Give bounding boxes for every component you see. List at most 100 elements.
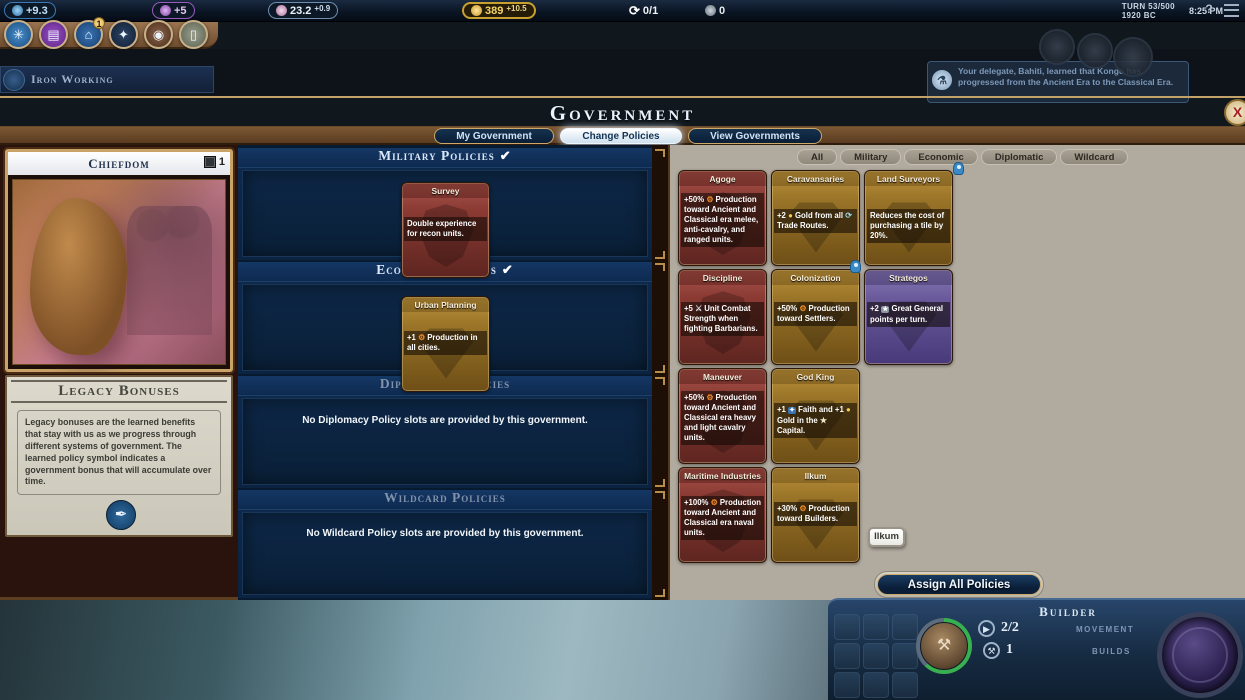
notification-text: Your delegate, Bahiti, learned that Kong… (958, 66, 1174, 88)
scrollbar[interactable] (652, 145, 668, 600)
unit-action-icon[interactable] (892, 614, 918, 640)
culture-yield[interactable]: 23.2 +0.9 (268, 2, 339, 19)
tab-view-governments[interactable]: View Governments (688, 128, 822, 144)
faith-value: +5 (174, 4, 187, 17)
filter-all[interactable]: All (797, 149, 838, 165)
scroll-bracket (655, 491, 665, 499)
prod-icon: ⚙ (799, 504, 807, 513)
close-button[interactable]: X (1224, 99, 1245, 126)
tab-change-policies[interactable]: Change Policies (560, 128, 682, 144)
policy-card-desc: +1 ⚙ Production in all cities. (404, 331, 487, 355)
unit-action-icon[interactable] (863, 614, 889, 640)
unit-action-icon[interactable] (863, 672, 889, 698)
slot-count: 1 (203, 156, 225, 168)
policy-card-grid: Agoge +50% ⚙ Production toward Ancient a… (678, 170, 953, 563)
policy-card-agoge[interactable]: Agoge +50% ⚙ Production toward Ancient a… (678, 170, 767, 266)
unit-action-icon[interactable] (863, 643, 889, 669)
policy-card-desc: +50% ⚙ Production toward Ancient and Cla… (681, 193, 764, 247)
policy-card-strategos[interactable]: Strategos +2 ★ Great General points per … (864, 269, 953, 365)
filter-economic[interactable]: Economic (904, 149, 978, 165)
envoy-marker-icon (850, 260, 861, 273)
capital-icon: ★ (819, 415, 827, 425)
movement-icon: ▶ (978, 620, 995, 637)
policy-card-discipline[interactable]: Discipline +5 ⚔ Unit Combat Strength whe… (678, 269, 767, 365)
trade-routes-counter[interactable]: ⟳ 0/1 (622, 2, 665, 19)
builds-label: BUILDS (1092, 647, 1131, 656)
builds-value: 1 (1006, 642, 1013, 657)
filter-diplomatic[interactable]: Diplomatic (980, 149, 1058, 165)
turn-counter: TURN 53/500 (1121, 2, 1175, 11)
great-works-icon[interactable]: ◉ (144, 20, 173, 49)
wildcard-slot-area (242, 512, 648, 595)
leader-portrait[interactable] (1039, 29, 1075, 65)
science-icon (12, 5, 23, 16)
scroll-bracket (655, 377, 665, 385)
economic-policies-section: Economic Policies✔ Urban Planning +1 ⚙ P… (238, 262, 652, 392)
policy-card-title: Urban Planning (402, 297, 489, 312)
filter-wildcard[interactable]: Wildcard (1060, 149, 1129, 165)
slot-count-value: 1 (218, 156, 225, 168)
slotted-policy-survey[interactable]: Survey Double experience for recon units… (401, 182, 490, 278)
gold-delta: +10.5 (506, 3, 527, 13)
unit-action-icon[interactable] (892, 643, 918, 669)
great-people-icon[interactable]: ✦ (109, 20, 138, 49)
science-yield[interactable]: +9.3 (4, 2, 56, 19)
policy-slots-panel: Military Policies✔ Survey Double experie… (238, 145, 652, 600)
leader-portrait[interactable] (1077, 33, 1113, 69)
science-value: +9.3 (26, 4, 48, 17)
culture-icon (276, 5, 287, 16)
science-tree-icon[interactable]: ✳ (4, 20, 33, 49)
policy-card-title: Strategos (865, 270, 952, 285)
government-icon[interactable]: ⌂ 1 (74, 17, 105, 49)
government-body: Chiefdom 1 Legacy Bonuses Legacy bonuses… (0, 145, 1245, 600)
nav-ribbon: ✳ ▤ ⌂ 1 ✦ ◉ ▯ (0, 17, 218, 49)
policy-card-land-surveyors[interactable]: Land Surveyors Reduces the cost of purch… (864, 170, 953, 266)
prod-icon: ⚙ (706, 195, 714, 204)
science-flask-icon: ⚗ (932, 70, 952, 90)
policy-card-desc: +5 ⚔ Unit Combat Strength when fighting … (681, 302, 764, 336)
slotted-policy-urban-planning[interactable]: Urban Planning +1 ⚙ Production in all ci… (401, 296, 490, 392)
faith-icon: ✦ (788, 407, 796, 414)
scroll-bracket (655, 149, 665, 157)
assign-all-policies-button[interactable]: Assign All Policies (877, 574, 1041, 595)
civics-tree-icon[interactable]: ▤ (39, 20, 68, 49)
research-tracker[interactable]: Iron Working (0, 66, 214, 93)
help-button[interactable]: ? (1205, 2, 1213, 16)
builds-icon: ⚒ (983, 642, 1000, 659)
unit-portrait-ring: ⚒ (916, 618, 972, 674)
available-policies-panel: All Military Economic Diplomatic Wildcar… (668, 145, 1245, 600)
gold-yield[interactable]: 389 +10.5 (462, 2, 536, 19)
research-label: Iron Working (31, 72, 114, 86)
unit-action-icon[interactable] (892, 672, 918, 698)
religion-icon[interactable]: ▯ (179, 20, 208, 49)
filter-military[interactable]: Military (840, 149, 902, 165)
grid-spacer (864, 368, 953, 464)
unit-action-icon[interactable] (834, 672, 860, 698)
unit-action-icon[interactable] (834, 643, 860, 669)
tab-my-government[interactable]: My Government (434, 128, 554, 144)
policy-card-colonization[interactable]: Colonization +50% ⚙ Production toward Se… (771, 269, 860, 365)
policy-card-caravansaries[interactable]: Caravansaries +2 ● Gold from all ⟳ Trade… (771, 170, 860, 266)
sculpture-head (29, 198, 128, 355)
faith-yield[interactable]: +5 (152, 2, 195, 19)
legacy-quill-icon: ✒ (106, 500, 136, 530)
policy-filters: All Military Economic Diplomatic Wildcar… (797, 149, 1129, 165)
menu-button[interactable] (1224, 4, 1239, 17)
builder-portrait: ⚒ (920, 622, 968, 670)
leader-portrait[interactable] (1113, 37, 1153, 77)
faith-icon (160, 5, 171, 16)
unit-action-icon[interactable] (834, 614, 860, 640)
envoys-counter[interactable]: 0 (698, 2, 732, 19)
gold-icon: ● (788, 211, 793, 220)
policy-card-ilkum[interactable]: Ilkum +30% ⚙ Production toward Builders. (771, 467, 860, 563)
diplomatic-policies-section: Diplomatic Policies No Diplomacy Policy … (238, 376, 652, 488)
policy-card-title: Agoge (679, 171, 766, 186)
current-government-card[interactable]: Chiefdom 1 (5, 149, 233, 372)
unit-name: Builder (1039, 604, 1097, 619)
page-title: Government (549, 101, 696, 125)
policy-card-maritime-industries[interactable]: Maritime Industries +100% ⚙ Production t… (678, 467, 767, 563)
policy-card-desc: +100% ⚙ Production toward Ancient and Cl… (681, 496, 764, 540)
policy-card-god-king[interactable]: God King +1 ✦ Faith and +1 ● Gold in the… (771, 368, 860, 464)
policy-card-maneuver[interactable]: Maneuver +50% ⚙ Production toward Ancien… (678, 368, 767, 464)
